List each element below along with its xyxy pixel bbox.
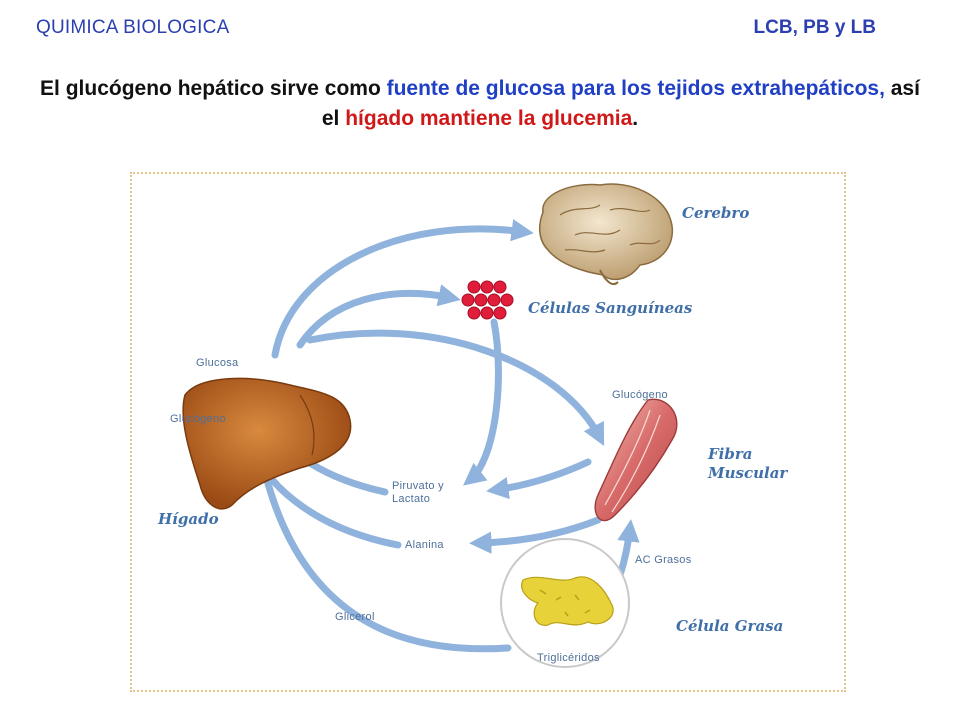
title-part-5: . xyxy=(632,107,639,130)
arrow-blood-to-piruvato xyxy=(463,318,502,486)
blood-cells xyxy=(461,280,514,320)
diagram-frame xyxy=(130,172,846,692)
label-glucosa: Glucosa xyxy=(196,357,239,369)
title-part-3: así el xyxy=(321,77,920,130)
label-glucogeno-liver: Glucógeno xyxy=(170,413,226,425)
course-groups: LCB, PB y LB xyxy=(753,17,876,38)
title-part-1: El glucógeno hepático sirve como xyxy=(40,77,387,100)
title-part-4: hígado mantiene la glucemia xyxy=(345,107,633,130)
arrow-muscle-to-alanina xyxy=(469,516,602,554)
arrow-liver-to-blood xyxy=(296,284,461,349)
label-alanina: Alanina xyxy=(405,539,444,551)
label-glucogeno-muscle: Glucógeno xyxy=(612,389,668,401)
label-cerebro: Cerebro xyxy=(682,204,749,222)
label-muscular: Muscular xyxy=(707,464,788,482)
label-celula-grasa: Célula Grasa xyxy=(676,617,783,635)
arrow-muscle-to-piruvato xyxy=(486,458,592,500)
liver-organ xyxy=(182,377,352,510)
pathway-arrows xyxy=(247,219,640,653)
arrow-fat-to-muscle xyxy=(616,519,640,579)
label-glicerol: Glicerol xyxy=(335,611,375,623)
label-celulas-sanguineas: Células Sanguíneas xyxy=(528,299,693,317)
arrow-liver-to-muscle xyxy=(306,329,605,446)
label-fibra: Fibra xyxy=(707,445,752,463)
brain-organ xyxy=(538,183,674,286)
arrow-glicerol-to-liver xyxy=(249,431,512,653)
label-piruvato-2: Lactato xyxy=(392,493,430,505)
title-part-2: fuente de glucosa para los tejidos extra… xyxy=(386,77,885,100)
label-higado: Hígado xyxy=(157,510,219,528)
arrow-liver-to-brain xyxy=(271,219,534,359)
label-ac-grasos: AC Grasos xyxy=(635,554,692,566)
fat-cell xyxy=(500,538,630,668)
course-title: QUIMICA BIOLOGICA xyxy=(36,17,230,38)
muscle-fiber xyxy=(594,398,678,522)
label-trigliceridos: Triglicéridos xyxy=(537,652,600,664)
slide-title: El glucógeno hepático sirve como fuente … xyxy=(40,74,920,134)
label-piruvato-1: Piruvato y xyxy=(392,480,444,492)
